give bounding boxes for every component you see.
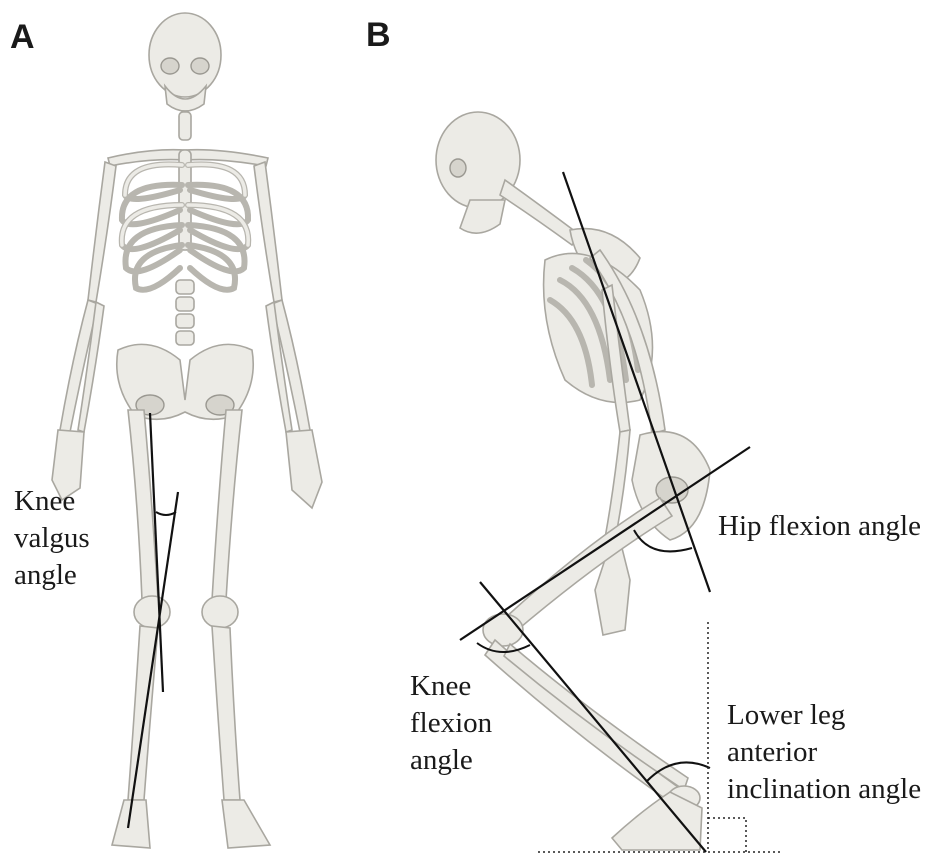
knee-flexion-label: Knee flexion angle (410, 668, 492, 779)
knee-valgus-label: Knee valgus angle (14, 483, 90, 594)
lower-leg-label: Lower leg anterior inclination angle (727, 697, 921, 808)
front-skeleton (52, 13, 322, 848)
hip-flexion-label: Hip flexion angle (718, 508, 921, 545)
